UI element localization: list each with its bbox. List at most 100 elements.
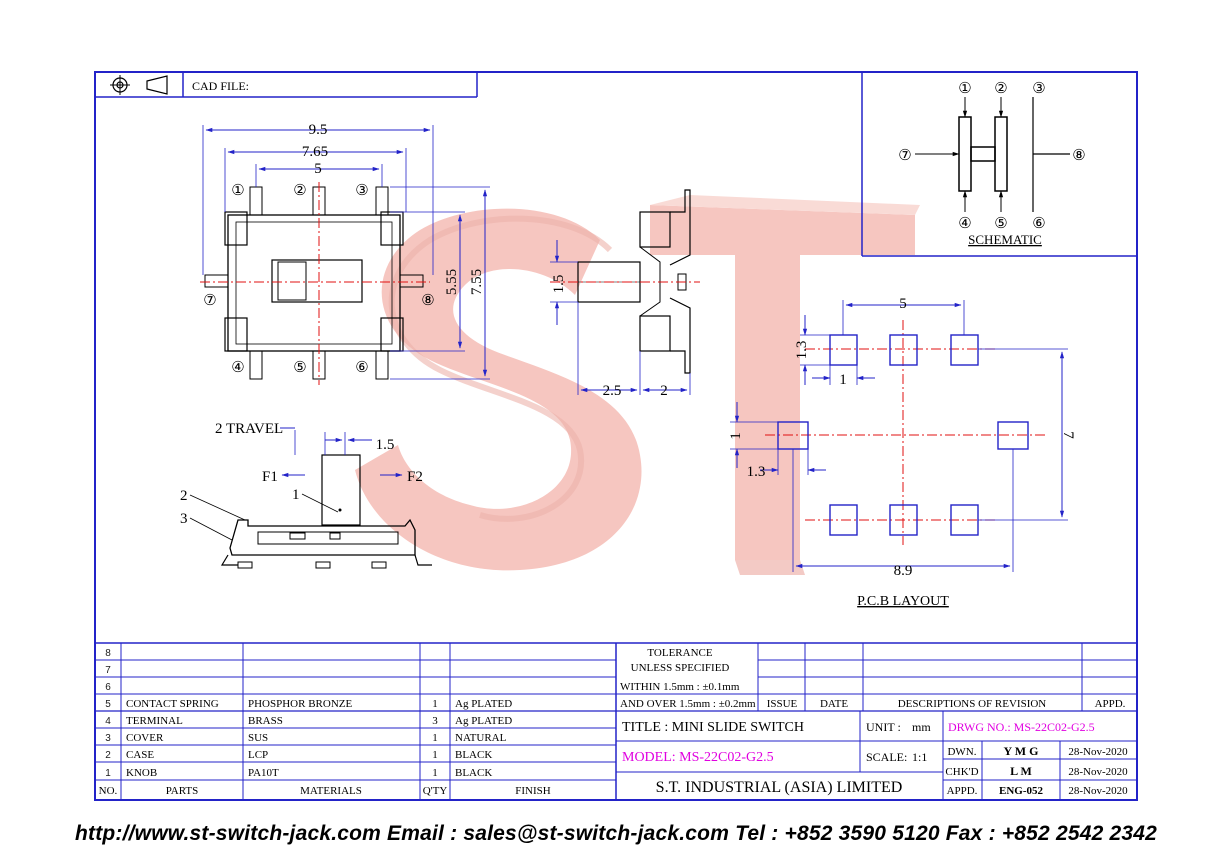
bom-qty: 1 [432, 698, 438, 710]
scale-value: 1:1 [912, 750, 927, 764]
tolerance-title: TOLERANCE [647, 647, 712, 659]
schematic-title: SCHEMATIC [968, 232, 1042, 247]
model-number: MODEL: MS-22C02-G2.5 [622, 750, 774, 765]
bom-row-no: 5 [105, 699, 111, 710]
chkd-label: CHK'D [945, 766, 978, 778]
schematic-pin-1: ① [958, 81, 971, 97]
travel-view-drawing [189, 427, 432, 569]
tolerance-subtitle: UNLESS SPECIFIED [631, 662, 730, 674]
pcb-dim-8-9: 8.9 [894, 563, 913, 579]
pin-label-2: ② [293, 183, 306, 199]
pin-label-8: ⑧ [421, 293, 434, 309]
bom-part: CONTACT SPRING [126, 698, 219, 710]
schematic-pin-2: ② [994, 81, 1007, 97]
bom-material: PA10T [248, 767, 279, 779]
schematic-pin-7: ⑦ [898, 148, 911, 164]
pcb-layout-drawing [730, 300, 1068, 572]
travel-label: 2 TRAVEL [215, 421, 283, 437]
bom-row-no: 4 [105, 716, 111, 727]
pin-label-1: ① [231, 183, 244, 199]
pcb-dim-7: 7 [1060, 431, 1076, 439]
bom-qty: 1 [432, 749, 438, 761]
tolerance-within: WITHIN 1.5mm : ±0.1mm [620, 681, 740, 693]
bom-row-no: 3 [105, 733, 111, 744]
bom-material: PHOSPHOR BRONZE [248, 698, 352, 710]
dim-side-1-5: 1.5 [551, 275, 567, 294]
chkd-value: L M [1010, 764, 1032, 778]
dwn-label: DWN. [947, 746, 976, 758]
schematic-diagram [915, 97, 1070, 212]
bom-part: TERMINAL [126, 715, 183, 727]
appd-label: APPD. [947, 785, 978, 797]
bom-part: COVER [126, 732, 164, 744]
pin-label-7: ⑦ [203, 293, 216, 309]
dwn-value: Y M G [1004, 744, 1039, 758]
schematic-pin-3: ③ [1032, 81, 1045, 97]
dim-9-5: 9.5 [309, 122, 328, 138]
pcb-dim-1-3-h: 1.3 [747, 464, 766, 480]
pcb-dim-1-h: 1 [839, 372, 847, 388]
top-view-drawing [200, 125, 490, 385]
bom-header-no: NO. [99, 785, 118, 797]
revision-issue-header: ISSUE [767, 698, 798, 710]
bom-qty: 1 [432, 732, 438, 744]
bom-material: SUS [248, 732, 268, 744]
cad-file-label: CAD FILE: [192, 79, 249, 93]
bom-row-no: 8 [105, 648, 111, 659]
bom-finish: NATURAL [455, 732, 507, 744]
dim-side-2: 2 [660, 383, 668, 399]
revision-appd-header: APPD. [1095, 698, 1126, 710]
scale-label: SCALE: [866, 750, 907, 764]
bom-qty: 3 [432, 715, 438, 727]
pcb-dim-1-v: 1 [728, 432, 744, 440]
pin-label-4: ④ [231, 360, 244, 376]
force-f1-label: F1 [262, 469, 278, 485]
pin-label-5: ⑤ [293, 360, 306, 376]
schematic-pin-4: ④ [958, 216, 971, 232]
dwn-date: 28-Nov-2020 [1068, 746, 1128, 758]
dim-7-65: 7.65 [302, 144, 328, 160]
bom-row-no: 2 [105, 750, 111, 761]
appd-date: 28-Nov-2020 [1068, 785, 1128, 797]
watermark-logo [355, 195, 920, 575]
company-name: S.T. INDUSTRIAL (ASIA) LIMITED [656, 779, 903, 796]
contact-footer: http://www.st-switch-jack.com Email : sa… [74, 822, 1158, 845]
bom-header-finish: FINISH [515, 785, 551, 797]
callout-3: 3 [180, 511, 188, 527]
bom-material: BRASS [248, 715, 283, 727]
revision-date-header: DATE [820, 698, 848, 710]
bom-row-no: 7 [105, 665, 111, 676]
side-view-drawing [550, 189, 700, 395]
bom-finish: Ag PLATED [455, 715, 512, 727]
dim-travel-1-5: 1.5 [376, 437, 395, 453]
dim-5: 5 [314, 161, 322, 177]
pcb-dim-5: 5 [899, 296, 907, 312]
revision-desc-header: DESCRIPTIONS OF REVISION [898, 698, 1047, 710]
tolerance-over: AND OVER 1.5mm : ±0.2mm [620, 698, 756, 710]
dim-side-2-5: 2.5 [603, 383, 622, 399]
unit-value: mm [912, 720, 931, 734]
schematic-pin-6: ⑥ [1032, 216, 1045, 232]
bom-header-qty: Q'TY [423, 785, 448, 797]
bom-finish: BLACK [455, 767, 492, 779]
dim-7-55: 7.55 [469, 269, 485, 295]
callout-2: 2 [180, 488, 188, 504]
bom-row-no: 1 [105, 768, 111, 779]
drawing-number: DRWG NO.: MS-22C02-G2.5 [948, 720, 1095, 734]
force-f2-label: F2 [407, 469, 423, 485]
bom-table-grid [95, 642, 1137, 800]
title-block-title: TITLE : MINI SLIDE SWITCH [622, 720, 804, 735]
pin-label-3: ③ [355, 183, 368, 199]
bom-part: CASE [126, 749, 154, 761]
bom-finish: BLACK [455, 749, 492, 761]
bom-header-materials: MATERIALS [300, 785, 362, 797]
chkd-date: 28-Nov-2020 [1068, 766, 1128, 778]
bom-material: LCP [248, 749, 268, 761]
pin-label-6: ⑥ [355, 360, 368, 376]
schematic-pin-5: ⑤ [994, 216, 1007, 232]
callout-1: 1 [292, 487, 300, 503]
dim-5-55: 5.55 [444, 269, 460, 295]
appd-value: ENG-052 [999, 785, 1044, 797]
